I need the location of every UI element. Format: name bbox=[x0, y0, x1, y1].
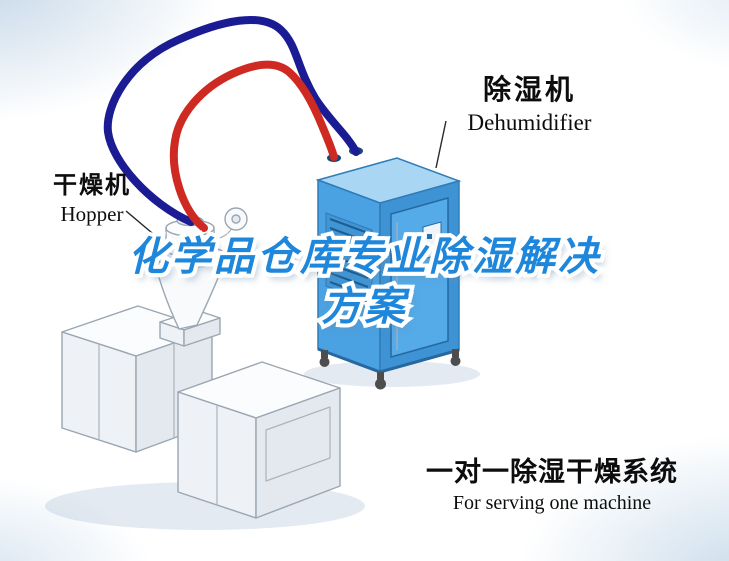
main-title-line1: 化学品仓库专业除湿解决 化学品仓库专业除湿解决 bbox=[0, 231, 729, 283]
hopper-pointer-line bbox=[125, 210, 159, 239]
dehumidifier-shadow bbox=[304, 361, 480, 387]
callout-dehumidifier: 除湿机 Dehumidifier bbox=[447, 68, 612, 136]
hopper-label-en: Hopper bbox=[60, 202, 124, 226]
dehumidifier-pointer-line bbox=[435, 120, 447, 169]
caption-en: For serving one machine bbox=[452, 492, 652, 514]
machine-base-left bbox=[61, 305, 213, 453]
control-button-2 bbox=[427, 243, 432, 248]
title-line2-outline: 方案 bbox=[318, 281, 409, 333]
return-air-hose-blue bbox=[103, 16, 360, 226]
main-title: 化学品仓库专业除湿解决 化学品仓库专业除湿解决 方案 方案 bbox=[0, 231, 729, 333]
callout-hopper: 干燥机 Hopper bbox=[36, 165, 148, 227]
caption: 一对一除湿干燥系统 For serving one machine bbox=[402, 450, 702, 515]
hopper-cone bbox=[153, 257, 227, 330]
cabinet-vents bbox=[325, 212, 373, 304]
hopper-dryer-illustration bbox=[153, 207, 248, 330]
cabinet-control-panel bbox=[422, 221, 442, 260]
dehumidifier-cabinet-illustration bbox=[315, 147, 462, 390]
caption-cn: 一对一除湿干燥系统 bbox=[426, 457, 678, 487]
main-title-line2: 方案 方案 bbox=[0, 281, 729, 333]
control-button-1 bbox=[427, 234, 432, 239]
hopper-label-cn: 干燥机 bbox=[53, 172, 131, 199]
extruder-machine-illustration bbox=[61, 305, 341, 519]
title-line1-outline: 化学品仓库专业除湿解决 bbox=[124, 231, 602, 283]
hopper-loader-hub bbox=[231, 214, 241, 224]
dry-air-hose-red bbox=[169, 60, 338, 232]
machine-cabinet-right bbox=[177, 361, 341, 519]
dehumidifier-label-en: Dehumidifier bbox=[467, 110, 592, 135]
title-line1-text: 化学品仓库专业除湿解决 bbox=[128, 235, 601, 279]
dehumidifier-label-cn: 除湿机 bbox=[482, 74, 576, 105]
title-line2-text: 方案 bbox=[321, 285, 408, 329]
caster-wheels bbox=[319, 349, 461, 390]
